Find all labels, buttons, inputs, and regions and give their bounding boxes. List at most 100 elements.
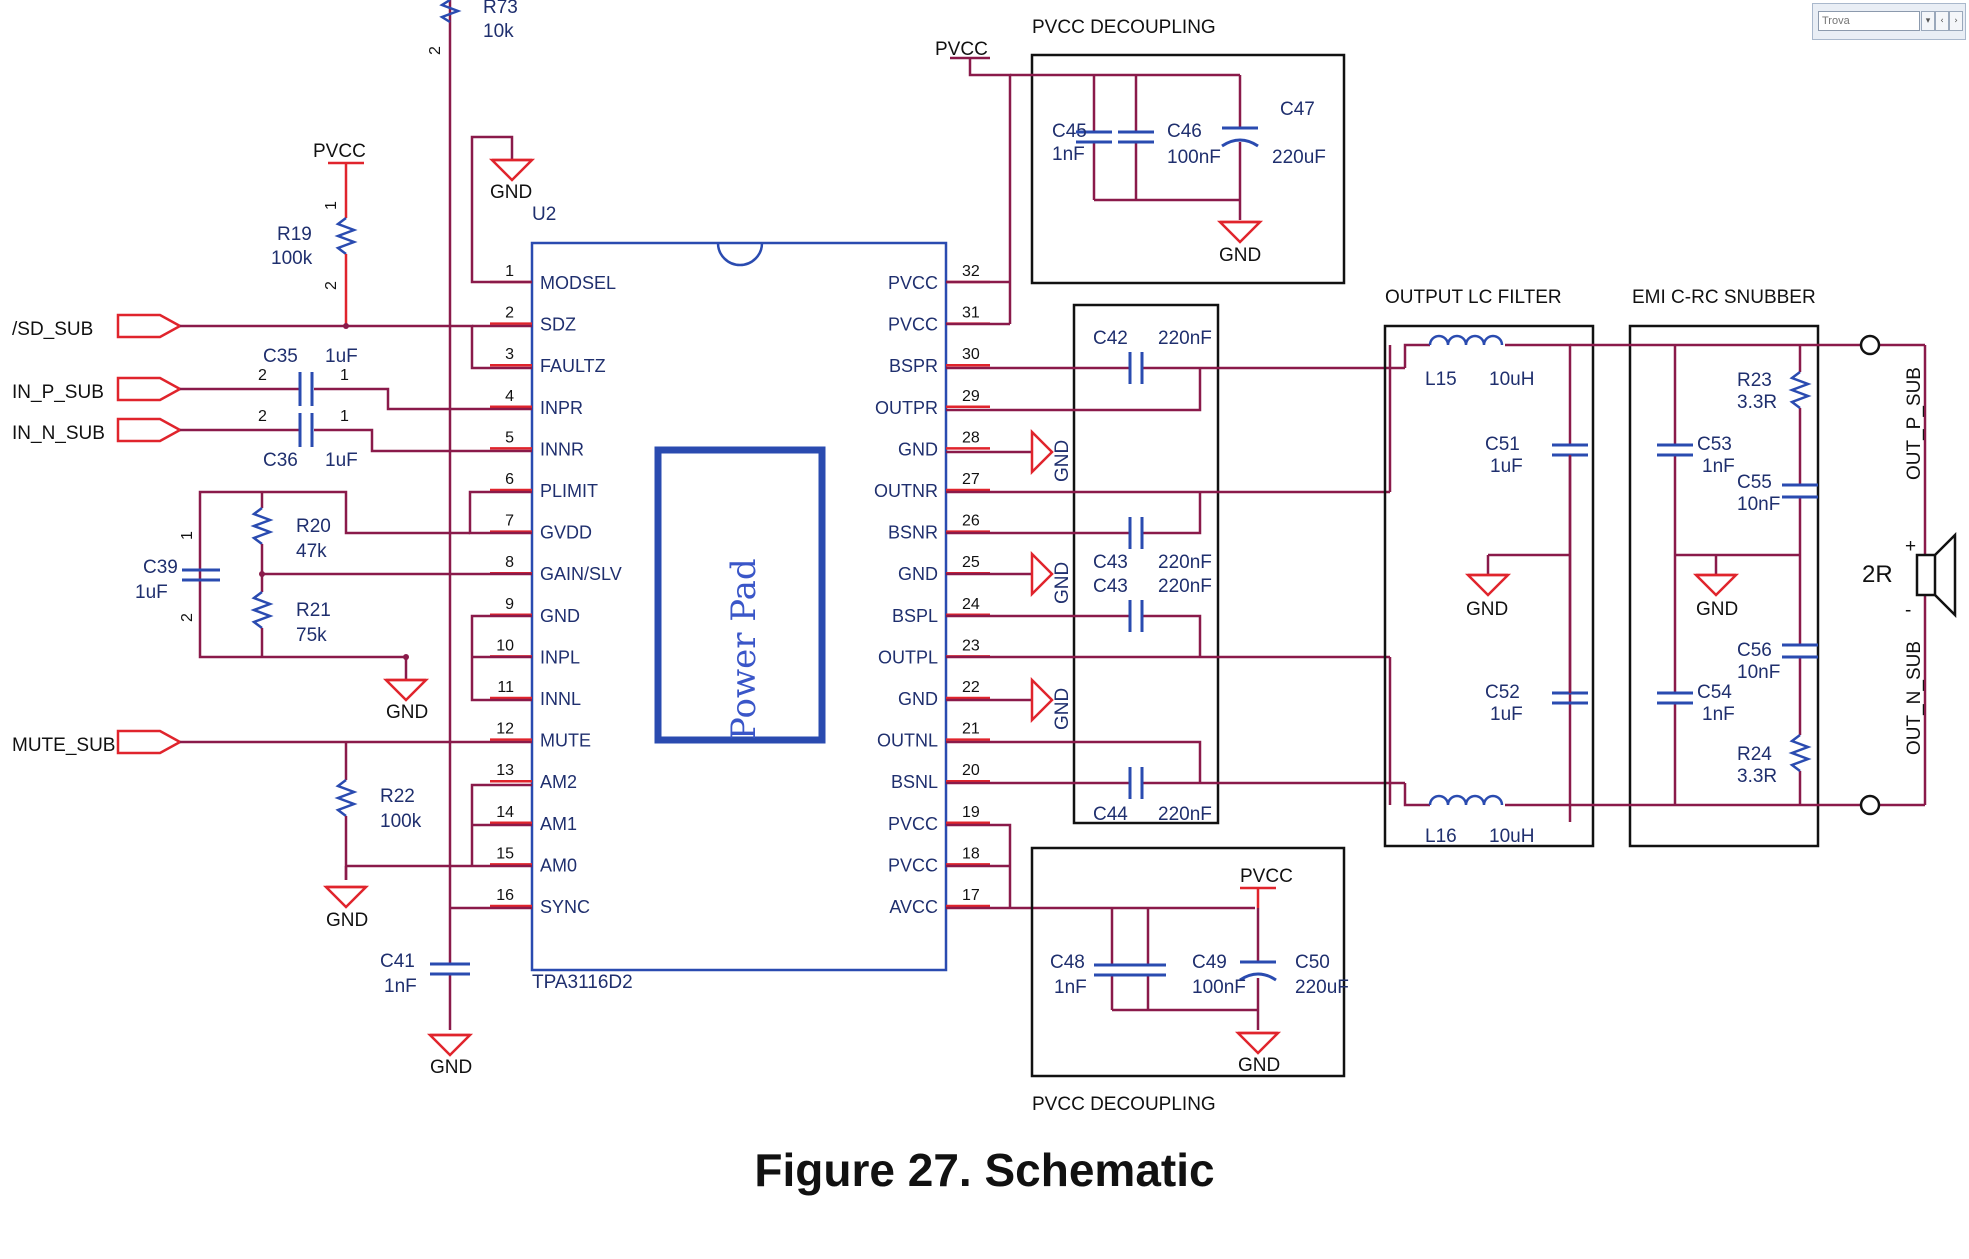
svg-text:1uF: 1uF [325, 450, 358, 471]
figure-caption: Figure 27. Schematic [754, 1144, 1215, 1196]
svg-text:220nF: 220nF [1158, 804, 1212, 825]
svg-text:100nF: 100nF [1167, 147, 1221, 168]
pin-name: MODSEL [540, 273, 616, 293]
pin-name: INPL [540, 647, 580, 667]
svg-text:L15: L15 [1425, 369, 1457, 390]
svg-text:1nF: 1nF [1052, 144, 1085, 165]
pin-name: GND [898, 689, 938, 709]
svg-text:L16: L16 [1425, 826, 1457, 847]
pin-name: INNL [540, 689, 581, 709]
pin-number: 2 [505, 305, 514, 322]
ic-right-pins: 32PVCC31PVCC30BSPR29OUTPR28GND27OUTNR26B… [874, 263, 990, 917]
gnd-label: GND [490, 182, 532, 203]
resistor-r23 [1788, 371, 1812, 409]
svg-text:C54: C54 [1697, 682, 1732, 703]
svg-text:GND: GND [1238, 1055, 1280, 1076]
svg-text:1nF: 1nF [1702, 456, 1735, 477]
svg-text:220nF: 220nF [1158, 576, 1212, 597]
inp-port [116, 376, 183, 402]
svg-text:1nF: 1nF [1702, 704, 1735, 725]
svg-text:220uF: 220uF [1295, 977, 1349, 998]
svg-text:R20: R20 [296, 516, 331, 537]
svg-text:GND: GND [1052, 440, 1073, 482]
pin-name: AVCC [889, 897, 938, 917]
svg-text:C55: C55 [1737, 472, 1772, 493]
pin-name: GVDD [540, 523, 592, 543]
pin-name: PLIMIT [540, 481, 598, 501]
svg-text:C48: C48 [1050, 952, 1085, 973]
resistor-r19 [334, 217, 358, 255]
pin-number: 3 [505, 346, 514, 363]
ic-u2: Power Pad U2 TPA3116D2 1MODSEL2SDZ3FAULT… [490, 204, 990, 993]
pin-number: 26 [962, 513, 980, 530]
svg-text:GND: GND [326, 910, 368, 931]
svg-text:EMI C-RC SNUBBER: EMI C-RC SNUBBER [1632, 287, 1816, 308]
pin-name: SYNC [540, 897, 590, 917]
ic-part: TPA3116D2 [532, 972, 633, 993]
svg-text:C46: C46 [1167, 121, 1202, 142]
svg-text:R22: R22 [380, 786, 415, 807]
pin-number: 30 [962, 346, 980, 363]
svg-text:PVCC DECOUPLING: PVCC DECOUPLING [1032, 17, 1216, 38]
svg-text:10nF: 10nF [1737, 662, 1780, 683]
svg-text:1nF: 1nF [384, 976, 417, 997]
find-toolbar: ▾ ‹ › [1812, 3, 1966, 40]
pin-number: 18 [962, 845, 980, 862]
svg-text:C45: C45 [1052, 121, 1087, 142]
svg-text:100k: 100k [380, 811, 422, 832]
pin-number: 32 [962, 263, 980, 280]
resistor-r24 [1788, 734, 1812, 772]
svg-text:GND: GND [1219, 245, 1261, 266]
pin-number: 25 [962, 554, 980, 571]
pin-name: GND [898, 564, 938, 584]
ic-ref: U2 [532, 204, 556, 225]
svg-text:R19: R19 [277, 224, 312, 245]
svg-text:C44: C44 [1093, 804, 1128, 825]
svg-text:2: 2 [258, 408, 267, 425]
find-input[interactable] [1818, 11, 1920, 31]
next-icon[interactable]: › [1949, 11, 1963, 31]
svg-text:1: 1 [340, 367, 349, 384]
bootstrap-box [1072, 303, 1220, 825]
svg-text:PVCC: PVCC [935, 39, 988, 60]
pin-name: AM2 [540, 772, 577, 792]
svg-text:1uF: 1uF [1490, 704, 1523, 725]
svg-text:C36: C36 [263, 450, 298, 471]
pin-name: PVCC [888, 315, 938, 335]
pin-number: 7 [505, 513, 514, 530]
svg-text:10nF: 10nF [1737, 494, 1780, 515]
svg-text:GND: GND [1696, 599, 1738, 620]
svg-text:OUTPUT LC FILTER: OUTPUT LC FILTER [1385, 287, 1562, 308]
svg-text:1: 1 [323, 201, 340, 210]
svg-text:R21: R21 [296, 600, 331, 621]
svg-text:10uH: 10uH [1489, 369, 1534, 390]
pin-number: 20 [962, 762, 980, 779]
pin-name: OUTPR [875, 398, 938, 418]
svg-text:2: 2 [258, 367, 267, 384]
pin-number: 1 [505, 263, 514, 280]
pin-name: OUTNL [877, 731, 938, 751]
svg-text:2: 2 [323, 281, 340, 290]
svg-text:3.3R: 3.3R [1737, 392, 1777, 413]
svg-text:C51: C51 [1485, 434, 1520, 455]
previous-icon[interactable]: ‹ [1935, 11, 1949, 31]
pvcc-label: PVCC [313, 141, 366, 162]
pin-number: 17 [962, 887, 980, 904]
svg-text:PVCC DECOUPLING: PVCC DECOUPLING [1032, 1094, 1216, 1115]
resistor-r73 [439, 0, 462, 24]
pin-number: 9 [505, 596, 514, 613]
r73-value: 10k [483, 21, 514, 42]
pin-name: INPR [540, 398, 583, 418]
pin-number: 16 [496, 887, 514, 904]
r73-ref: R73 [483, 0, 518, 18]
svg-text:220nF: 220nF [1158, 552, 1212, 573]
svg-text:1: 1 [179, 531, 196, 540]
svg-text:100k: 100k [271, 248, 313, 269]
chevron-down-icon[interactable]: ▾ [1921, 11, 1935, 31]
svg-text:GND: GND [430, 1057, 472, 1078]
svg-text:2: 2 [427, 46, 444, 55]
pin-number: 14 [496, 804, 514, 821]
pin-name: INNR [540, 439, 584, 459]
svg-text:C43: C43 [1093, 576, 1128, 597]
inn-port [116, 417, 183, 443]
